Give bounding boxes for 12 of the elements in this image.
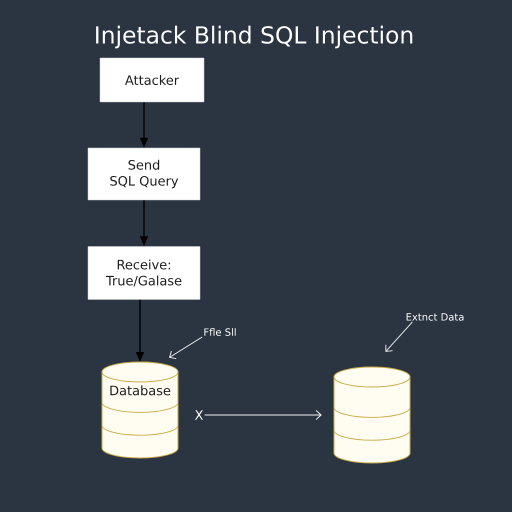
title: Injetack Blind SQL Injection [96, 26, 412, 48]
text-label: X [194, 410, 204, 420]
database-cylinder [334, 366, 410, 464]
process-box: Send SQL Query [88, 148, 200, 200]
leader-arrow [168, 336, 203, 360]
text-label: Extnct Data [406, 313, 464, 321]
leader-arrow [204, 410, 322, 420]
process-box: Attacker [100, 58, 204, 102]
leader-arrow [385, 321, 413, 352]
process-box: Receive: True/Galase [88, 246, 200, 300]
text-label: Ffle Sll [204, 328, 236, 336]
database-cylinder: Database [102, 362, 178, 458]
